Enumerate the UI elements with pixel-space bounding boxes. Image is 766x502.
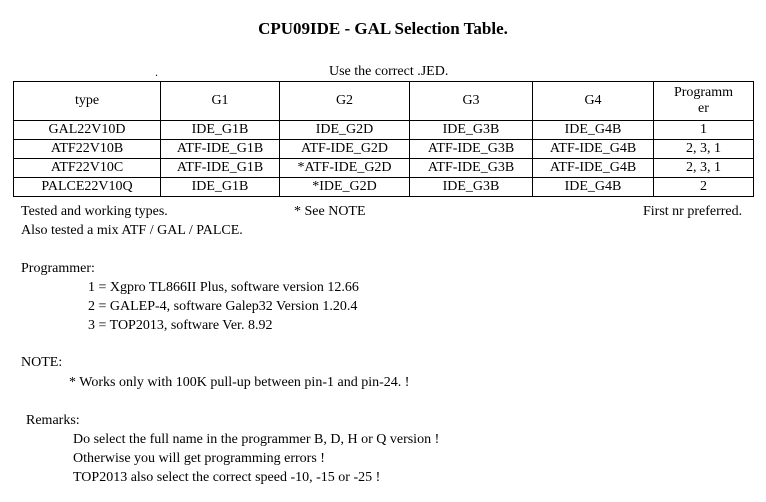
page-title: CPU09IDE - GAL Selection Table. — [258, 19, 508, 38]
note-heading: NOTE: — [21, 355, 63, 370]
header-g2: G2 — [279, 81, 410, 121]
programmer-item: 3 = TOP2013, software Ver. 8.92 — [88, 318, 273, 333]
cell-g1: ATF-IDE_G1B — [160, 139, 280, 159]
cell-g1: IDE_G1B — [160, 177, 280, 197]
cell-g4: IDE_G4B — [532, 177, 654, 197]
cell-g3: IDE_G3B — [409, 177, 533, 197]
cell-g4: ATF-IDE_G4B — [532, 158, 654, 178]
first-nr-preferred-note: First nr preferred. — [643, 204, 743, 219]
cell-g3: IDE_G3B — [409, 120, 533, 140]
remark-item: TOP2013 also select the correct speed -1… — [73, 470, 381, 485]
see-note-marker: * See NOTE — [294, 204, 366, 219]
cell-g4: ATF-IDE_G4B — [532, 139, 654, 159]
programmer-heading: Programmer: — [21, 261, 95, 276]
table-header-row: type G1 G2 G3 G4 Programm er — [13, 81, 754, 121]
cell-type: ATF22V10B — [13, 139, 161, 159]
header-g4: G4 — [532, 81, 654, 121]
cell-g2: *ATF-IDE_G2D — [279, 158, 410, 178]
mix-tested-note: Also tested a mix ATF / GAL / PALCE. — [21, 223, 243, 238]
table-row: PALCE22V10Q IDE_G1B *IDE_G2D IDE_G3B IDE… — [13, 177, 754, 197]
remark-item: Otherwise you will get programming error… — [73, 451, 325, 466]
cell-g1: ATF-IDE_G1B — [160, 158, 280, 178]
header-type: type — [13, 81, 161, 121]
cell-g2: *IDE_G2D — [279, 177, 410, 197]
table-row: GAL22V10D IDE_G1B IDE_G2D IDE_G3B IDE_G4… — [13, 120, 754, 140]
cell-programmer: 2, 3, 1 — [653, 139, 754, 159]
cell-g2: ATF-IDE_G2D — [279, 139, 410, 159]
cell-g3: ATF-IDE_G3B — [409, 139, 533, 159]
header-programmer-line1: Programm — [673, 85, 734, 100]
header-programmer-line2: er — [698, 101, 709, 116]
header-programmer: Programm er — [653, 81, 754, 121]
cell-programmer: 2, 3, 1 — [653, 158, 754, 178]
table-row: ATF22V10C ATF-IDE_G1B *ATF-IDE_G2D ATF-I… — [13, 158, 754, 178]
stray-dot: . — [155, 65, 158, 79]
cell-type: ATF22V10C — [13, 158, 161, 178]
header-g1: G1 — [160, 81, 280, 121]
cell-g3: ATF-IDE_G3B — [409, 158, 533, 178]
cell-g2: IDE_G2D — [279, 120, 410, 140]
use-jed-caption: Use the correct .JED. — [329, 64, 449, 79]
gal-selection-table: type G1 G2 G3 G4 Programm er GAL22V10D I… — [13, 81, 754, 197]
remarks-heading: Remarks: — [26, 413, 80, 428]
cell-programmer: 2 — [653, 177, 754, 197]
cell-type: PALCE22V10Q — [13, 177, 161, 197]
table-row: ATF22V10B ATF-IDE_G1B ATF-IDE_G2D ATF-ID… — [13, 139, 754, 159]
cell-programmer: 1 — [653, 120, 754, 140]
cell-type: GAL22V10D — [13, 120, 161, 140]
note-text: * Works only with 100K pull-up between p… — [69, 375, 410, 390]
tested-types-note: Tested and working types. — [21, 204, 168, 219]
programmer-item: 1 = Xgpro TL866II Plus, software version… — [88, 280, 359, 295]
cell-g4: IDE_G4B — [532, 120, 654, 140]
header-g3: G3 — [409, 81, 533, 121]
remark-item: Do select the full name in the programme… — [73, 432, 440, 447]
programmer-item: 2 = GALEP-4, software Galep32 Version 1.… — [88, 299, 358, 314]
cell-g1: IDE_G1B — [160, 120, 280, 140]
